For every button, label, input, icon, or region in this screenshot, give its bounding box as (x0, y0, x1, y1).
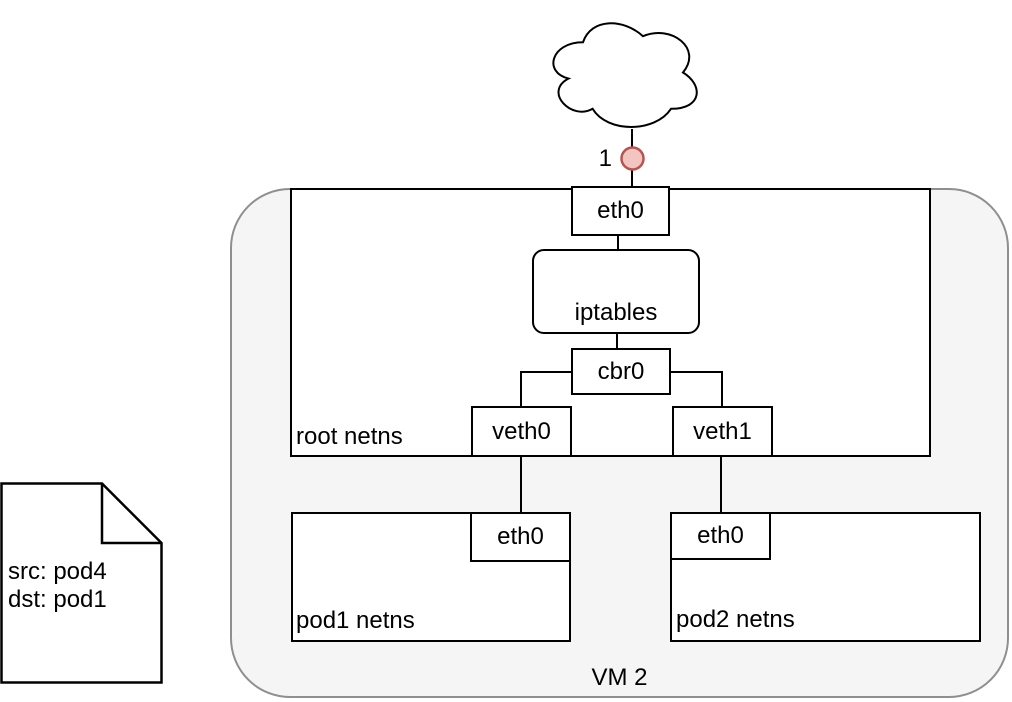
pod2-eth0-box: eth0 (670, 512, 771, 560)
cbr0-to-veth1-link (670, 371, 723, 407)
iptables-box: iptables (532, 249, 700, 334)
packet-note-icon (0, 482, 163, 684)
cbr0-to-veth0-link (520, 371, 572, 407)
hop-1-label: 1 (598, 145, 612, 172)
vm-2-label: VM 2 (591, 664, 648, 691)
cbr0-box: cbr0 (571, 348, 671, 395)
packet-note-text: src: pod4 dst: pod1 (8, 558, 107, 614)
pod1-eth0-label: eth0 (497, 523, 544, 550)
root-eth0-label: eth0 (597, 197, 644, 224)
pod1-eth0-box: eth0 (470, 512, 571, 562)
pod1-netns-label: pod1 netns (296, 607, 415, 634)
root-netns-label: root netns (296, 423, 403, 450)
root-eth0-box: eth0 (571, 186, 670, 236)
veth0-label: veth0 (492, 417, 551, 445)
packet-note-dst: dst: pod1 (8, 586, 107, 613)
packet-note-fold-icon (100, 483, 162, 545)
cbr0-label: cbr0 (597, 357, 645, 385)
veth0-box: veth0 (471, 406, 572, 457)
packet-note-src: src: pod4 (8, 558, 107, 585)
iptables-label: iptables (574, 299, 658, 326)
internet-cloud-icon (552, 22, 698, 128)
veth1-box: veth1 (672, 406, 773, 457)
pod2-eth0-label: eth0 (697, 522, 744, 549)
pod2-netns-label: pod2 netns (676, 606, 795, 633)
hop-endpoint-icon (620, 146, 645, 171)
veth1-label: veth1 (693, 417, 752, 445)
